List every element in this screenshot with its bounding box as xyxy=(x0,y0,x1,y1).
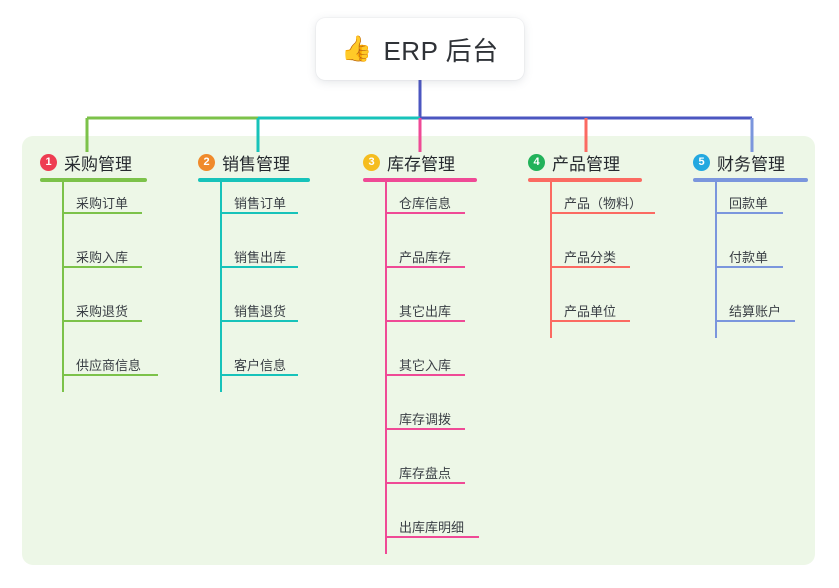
leaf-node-label[interactable]: 供应商信息 xyxy=(76,358,142,373)
branch-underline xyxy=(693,178,808,182)
leaf-node-rule xyxy=(385,482,465,484)
leaf-node-label[interactable]: 产品分类 xyxy=(564,250,617,265)
branch-header-4[interactable]: 4 产品管理 xyxy=(528,150,620,175)
leaf-node-rule xyxy=(220,374,298,376)
branch-index-badge: 3 xyxy=(363,154,380,171)
branch-spine xyxy=(550,180,552,338)
branch-spine xyxy=(62,180,64,392)
branches-panel xyxy=(22,136,815,565)
branch-index-badge: 2 xyxy=(198,154,215,171)
branch-header-3[interactable]: 3 库存管理 xyxy=(363,150,455,175)
leaf-node-rule xyxy=(715,320,795,322)
branch-header-2[interactable]: 2 销售管理 xyxy=(198,150,290,175)
leaf-node-label[interactable]: 回款单 xyxy=(729,196,769,211)
branch-spine xyxy=(385,180,387,554)
leaf-node-label[interactable]: 销售退货 xyxy=(234,304,287,319)
branch-title: 销售管理 xyxy=(222,155,290,174)
leaf-node-rule xyxy=(62,266,142,268)
branch-title: 财务管理 xyxy=(717,155,785,174)
leaf-node-label[interactable]: 库存盘点 xyxy=(399,466,452,481)
leaf-node-label[interactable]: 产品库存 xyxy=(399,250,452,265)
branch-spine xyxy=(220,180,222,392)
branch-title: 采购管理 xyxy=(64,155,132,174)
branch-index-badge: 4 xyxy=(528,154,545,171)
leaf-node-label[interactable]: 销售订单 xyxy=(234,196,287,211)
leaf-node-label[interactable]: 采购入库 xyxy=(76,250,129,265)
leaf-node-rule xyxy=(62,320,142,322)
branch-header-1[interactable]: 1 采购管理 xyxy=(40,150,132,175)
leaf-node-rule xyxy=(385,320,465,322)
branch-index-badge: 5 xyxy=(693,154,710,171)
branch-index-badge: 1 xyxy=(40,154,57,171)
leaf-node-label[interactable]: 采购退货 xyxy=(76,304,129,319)
leaf-node-label[interactable]: 其它入库 xyxy=(399,358,452,373)
root-node-card[interactable]: 👍 ERP 后台 xyxy=(316,18,524,80)
leaf-node-rule xyxy=(715,212,783,214)
branch-title: 产品管理 xyxy=(552,155,620,174)
leaf-node-rule xyxy=(550,320,630,322)
branch-underline xyxy=(363,178,477,182)
leaf-node-label[interactable]: 销售出库 xyxy=(234,250,287,265)
leaf-node-label[interactable]: 产品单位 xyxy=(564,304,617,319)
leaf-node-label[interactable]: 其它出库 xyxy=(399,304,452,319)
branch-underline xyxy=(198,178,310,182)
root-title: ERP 后台 xyxy=(383,35,499,66)
leaf-node-rule xyxy=(385,374,465,376)
branch-underline xyxy=(528,178,642,182)
branch-title: 库存管理 xyxy=(387,155,455,174)
leaf-node-label[interactable]: 产品（物料） xyxy=(564,196,643,211)
leaf-node-rule xyxy=(62,212,142,214)
leaf-node-label[interactable]: 库存调拨 xyxy=(399,412,452,427)
leaf-node-rule xyxy=(62,374,158,376)
leaf-node-rule xyxy=(715,266,783,268)
leaf-node-rule xyxy=(220,212,298,214)
branch-spine xyxy=(715,180,717,338)
leaf-node-label[interactable]: 采购订单 xyxy=(76,196,129,211)
leaf-node-rule xyxy=(550,266,630,268)
leaf-node-rule xyxy=(385,266,465,268)
branch-underline xyxy=(40,178,147,182)
thumbs-up-icon: 👍 xyxy=(341,34,373,63)
leaf-node-rule xyxy=(220,320,298,322)
leaf-node-label[interactable]: 付款单 xyxy=(729,250,769,265)
leaf-node-label[interactable]: 仓库信息 xyxy=(399,196,452,211)
leaf-node-label[interactable]: 结算账户 xyxy=(729,304,782,319)
leaf-node-rule xyxy=(220,266,298,268)
leaf-node-rule xyxy=(385,536,479,538)
leaf-node-rule xyxy=(550,212,655,214)
leaf-node-label[interactable]: 出库库明细 xyxy=(399,520,465,535)
leaf-node-label[interactable]: 客户信息 xyxy=(234,358,287,373)
branch-header-5[interactable]: 5 财务管理 xyxy=(693,150,785,175)
leaf-node-rule xyxy=(385,212,465,214)
leaf-node-rule xyxy=(385,428,465,430)
